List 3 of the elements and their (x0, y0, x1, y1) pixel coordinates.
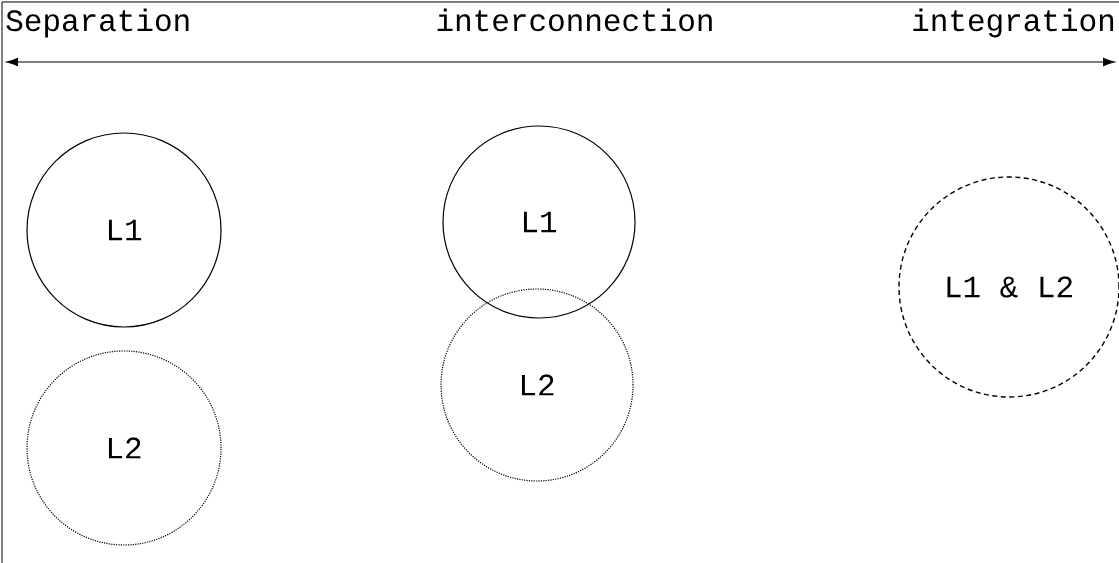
scale-label: interconnection (437, 8, 712, 32)
scale-label: integration (913, 8, 1114, 38)
scale-label: Separation (6, 8, 189, 38)
